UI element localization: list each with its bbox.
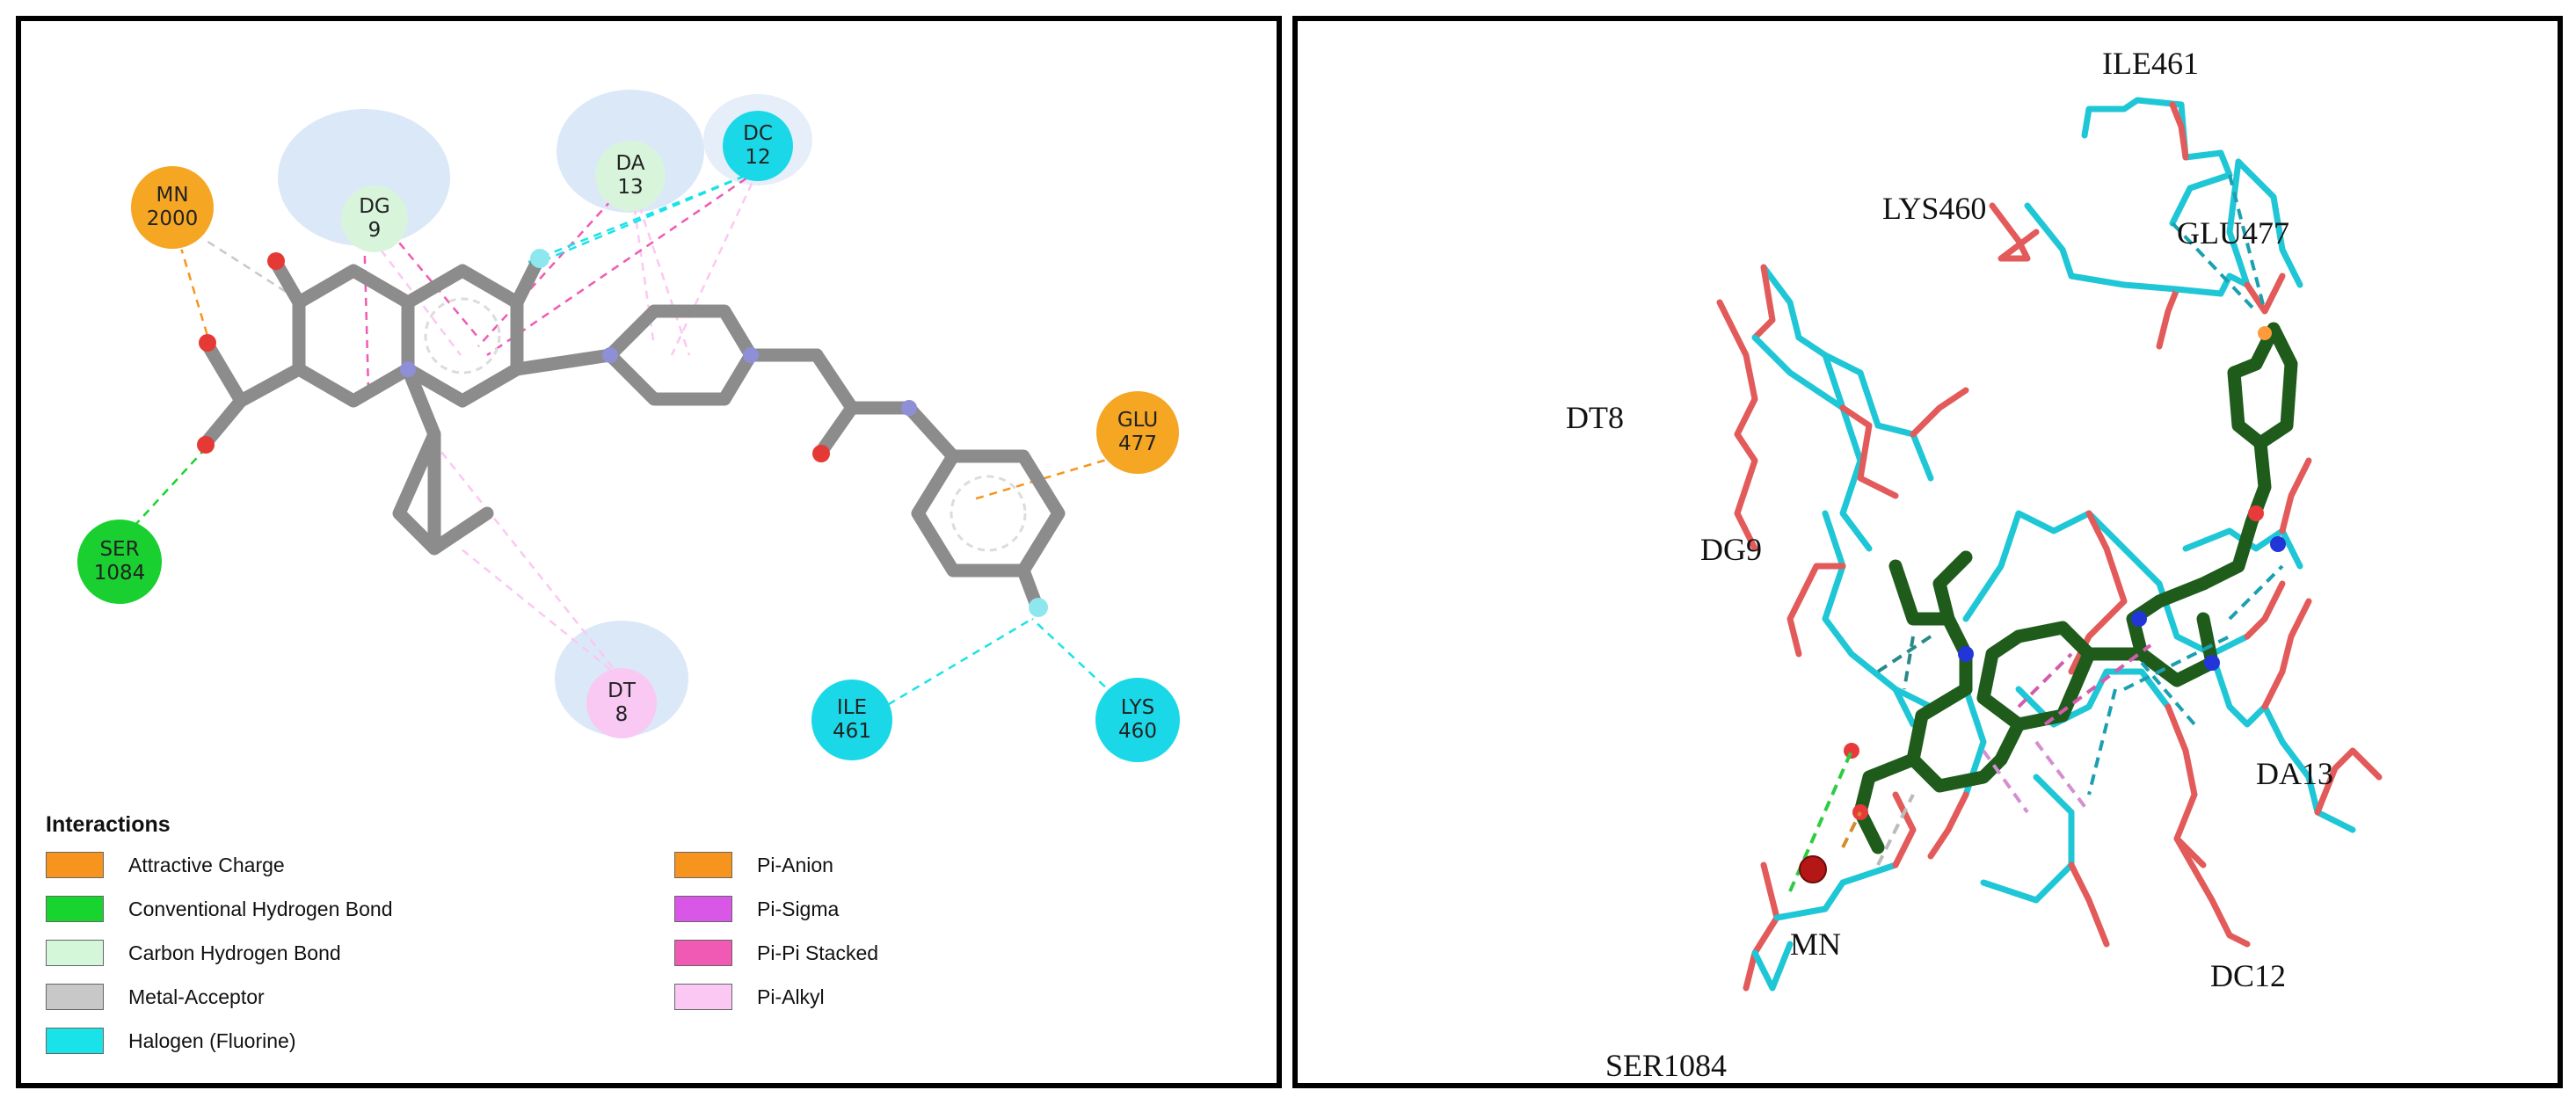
legend-item-attractive-charge: Attractive Charge	[46, 849, 285, 881]
oxygen-atom	[812, 445, 830, 462]
legend-swatch	[674, 984, 732, 1010]
legend-swatch	[46, 852, 104, 878]
ligand-heteroatoms	[1844, 326, 2286, 820]
fluorine-atom	[530, 249, 549, 268]
legend-swatch	[46, 940, 104, 966]
legend-item-pi-sigma: Pi-Sigma	[674, 893, 839, 925]
residue-ile461: ILE 461	[811, 680, 892, 760]
oxygen-atom	[2248, 505, 2264, 521]
residue-mn2000-name: MN	[156, 184, 188, 207]
label-lys460: LYS460	[1882, 191, 1986, 226]
residue-dc12-name: DC	[743, 122, 773, 145]
oxygen-atom	[199, 334, 216, 352]
legend-item-pi-anion: Pi-Anion	[674, 849, 833, 881]
label-mn: MN	[1790, 927, 1841, 962]
label-dt8: DT8	[1566, 400, 1624, 435]
legend-swatch	[46, 1028, 104, 1054]
residue-glu477-number: 477	[1118, 432, 1157, 455]
nitrogen-atom	[602, 347, 618, 363]
residue-dt8-number: 8	[615, 703, 629, 726]
legend-swatch	[674, 852, 732, 878]
legend-item-pi-alkyl: Pi-Alkyl	[674, 981, 825, 1013]
legend-label: Pi-Pi Stacked	[757, 941, 879, 964]
legend-item-carbon-hydrogen-bond: Carbon Hydrogen Bond	[46, 937, 341, 969]
label-dc12: DC12	[2210, 958, 2286, 993]
hetero-atoms	[197, 249, 1048, 617]
legend-item-metal-acceptor: Metal-Acceptor	[46, 981, 265, 1013]
legend-swatch	[46, 984, 104, 1010]
legend-label: Pi-Anion	[757, 853, 833, 876]
label-ser1084: SER1084	[1605, 1048, 1727, 1083]
legend-label: Halogen (Fluorine)	[128, 1028, 296, 1052]
residue-mn2000-number: 2000	[147, 207, 199, 230]
binding-pose-3d-panel: ILE461 LYS460 GLU477 DT8 DG9 DA13 MN DC1…	[1292, 16, 2563, 1088]
nitrogen-atom	[743, 347, 759, 363]
nitrogen-atom	[2131, 611, 2147, 627]
residue-dg9-name: DG	[359, 195, 390, 218]
oxygen-atom	[197, 436, 215, 454]
mn-ion-sphere	[1799, 855, 1827, 883]
residue-dc12: DC 12	[723, 111, 793, 181]
residue-ser1084-number: 1084	[94, 562, 146, 585]
residue-ser1084: SER 1084	[77, 520, 162, 604]
residue-mn2000: MN 2000	[129, 164, 215, 251]
nitrogen-atom	[2204, 655, 2220, 671]
residue-dt8: DT 8	[586, 668, 657, 738]
residue-dg9: DG 9	[341, 185, 408, 252]
oxygen-atom	[267, 252, 285, 270]
residue-lys460: LYS 460	[1095, 678, 1180, 762]
legend-label: Pi-Sigma	[757, 897, 840, 920]
fluorine-atom	[1029, 598, 1048, 617]
label-da13: DA13	[2256, 756, 2333, 791]
residue-dt8-name: DT	[608, 680, 637, 702]
legend-swatch	[674, 896, 732, 922]
residue-da13-name: DA	[615, 152, 644, 175]
binding-pose-svg: ILE461 LYS460 GLU477 DT8 DG9 DA13 MN DC1…	[1566, 46, 2383, 1083]
residue-ile461-name: ILE	[837, 696, 867, 719]
legend-swatch	[46, 896, 104, 922]
residue-dc12-number: 12	[745, 146, 770, 169]
legend-label: Carbon Hydrogen Bond	[128, 941, 341, 964]
ligand-3d	[1853, 322, 2298, 854]
nitrogen-atom	[1958, 646, 1974, 662]
residue-lys460-number: 460	[1118, 720, 1157, 743]
label-ile461: ILE461	[2102, 46, 2199, 81]
legend-label: Pi-Alkyl	[757, 985, 825, 1008]
legend-label: Metal-Acceptor	[128, 985, 265, 1008]
residue-dg9-number: 9	[368, 219, 382, 242]
legend-label: Conventional Hydrogen Bond	[128, 897, 393, 920]
nitrogen-atom	[2270, 536, 2286, 552]
legend-label: Attractive Charge	[128, 853, 285, 876]
residue-da13-number: 13	[617, 176, 643, 199]
residue-da13: DA 13	[595, 141, 666, 211]
legend-item-conventional-hydrogen-bond: Conventional Hydrogen Bond	[46, 893, 392, 925]
label-glu477: GLU477	[2177, 215, 2289, 251]
interaction-diagram-2d-panel: MN 2000 DG 9 DA 13 DC 12 GLU 477	[16, 16, 1282, 1088]
residue-ile461-number: 461	[833, 720, 871, 743]
aromatic-rings	[424, 297, 1027, 552]
residue-glu477-name: GLU	[1117, 409, 1158, 432]
residue-glu477: GLU 477	[1095, 389, 1181, 476]
legend-swatch	[674, 940, 732, 966]
legend-item-halogen-fluorine: Halogen (Fluorine)	[46, 1025, 295, 1057]
residue-lys460-name: LYS	[1121, 696, 1154, 719]
interaction-diagram-svg: MN 2000 DG 9 DA 13 DC 12 GLU 477	[77, 90, 1181, 762]
residue-discs: MN 2000 DG 9 DA 13 DC 12 GLU 477	[77, 111, 1181, 762]
oxygen-atom	[1844, 743, 1859, 759]
legend-item-pi-pi-stacked: Pi-Pi Stacked	[674, 937, 878, 969]
legend-title: Interactions	[46, 812, 171, 837]
residue-ser1084-name: SER	[99, 538, 139, 561]
ligand-structure	[199, 253, 1066, 613]
nitrogen-atom	[400, 361, 416, 377]
atom-marker	[2258, 326, 2272, 340]
label-dg9: DG9	[1700, 532, 1762, 567]
nitrogen-atom	[901, 400, 917, 416]
